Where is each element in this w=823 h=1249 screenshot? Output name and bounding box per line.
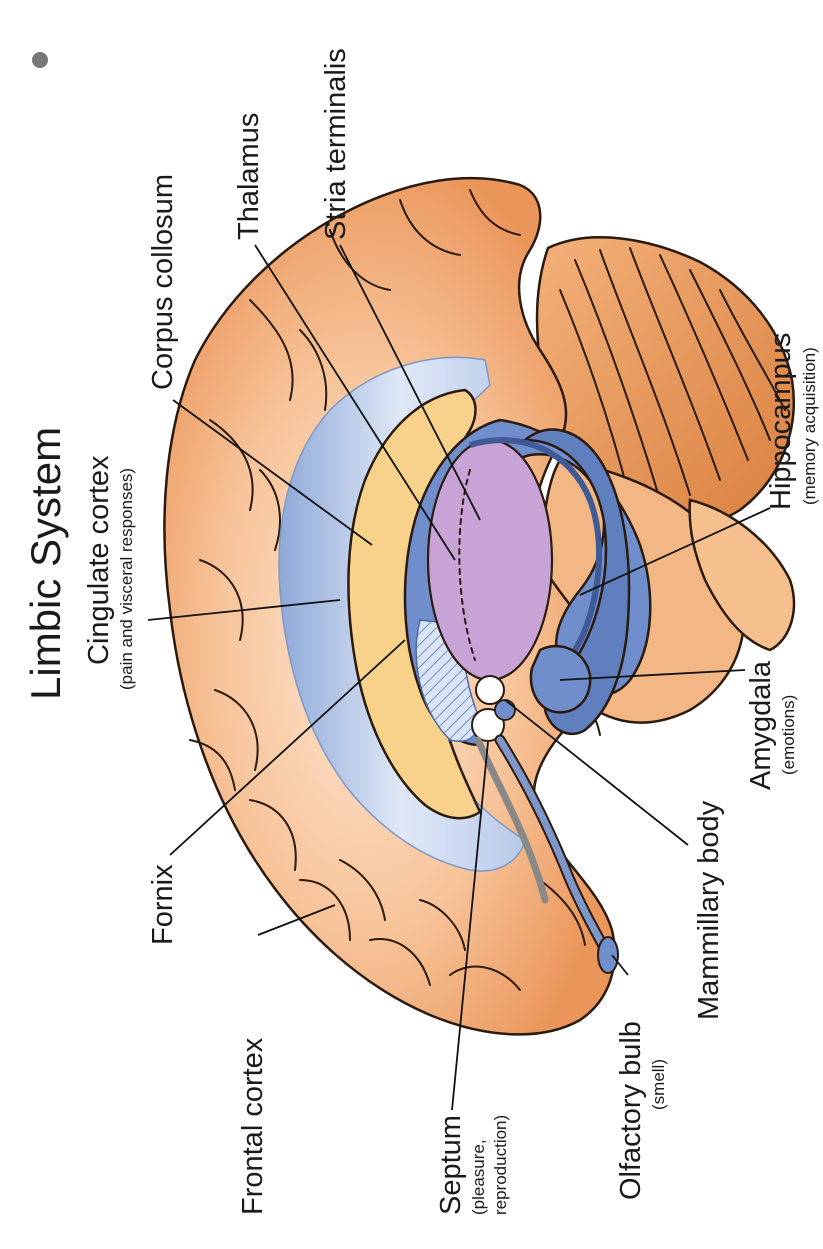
note-septum-2: reproduction) [491, 1115, 510, 1215]
mammillary-body-shape [476, 676, 504, 704]
label-fornix: Fornix [147, 864, 179, 945]
label-mammillary-body: Mammillary body [693, 800, 725, 1020]
note-amygdala: (emotions) [779, 695, 798, 775]
label-amygdala: Amygdala [745, 660, 777, 790]
label-frontal-cortex: Frontal cortex [237, 1037, 269, 1215]
label-thalamus: Thalamus [233, 113, 265, 240]
note-cingulate-cortex: (pain and visceral responses) [117, 468, 136, 690]
label-olfactory-bulb: Olfactory bulb [615, 1021, 647, 1200]
note-olfactory-bulb: (smell) [649, 1059, 668, 1110]
label-septum: Septum [435, 1115, 467, 1215]
label-corpus-collosum: Corpus collosum [147, 174, 179, 390]
label-cingulate-cortex: Cingulate cortex [83, 455, 115, 665]
thalamus-shape [428, 440, 552, 680]
note-hippocampus: (memory acquisition) [800, 347, 819, 505]
label-hippocampus: Hippocampus [765, 333, 797, 510]
note-septum-1: (pleasure, [469, 1139, 488, 1215]
title: Limbic System [22, 427, 69, 700]
bullet-dot [32, 52, 48, 68]
olfactory-bulb-shape [598, 937, 618, 973]
label-stria-terminalis: Stria terminalis [320, 48, 352, 240]
